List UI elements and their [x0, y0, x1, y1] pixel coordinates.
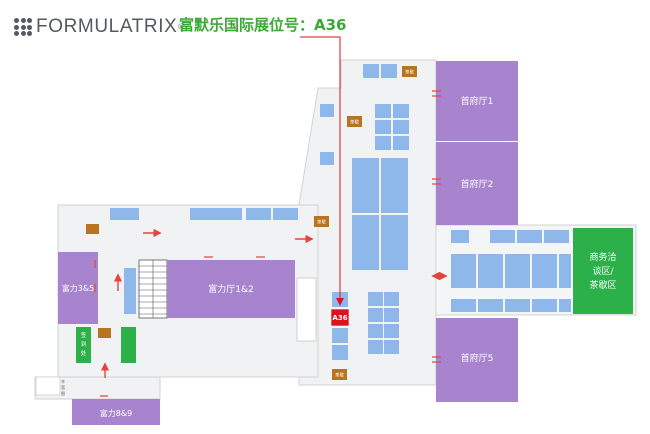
booths [110, 64, 571, 360]
booth [273, 208, 298, 220]
svg-text:到: 到 [81, 341, 87, 348]
svg-text:辛: 辛 [61, 378, 65, 384]
flow-arrows [100, 228, 448, 378]
booth [368, 340, 383, 354]
booth [544, 230, 569, 243]
booth-pointer [300, 36, 344, 306]
booth [393, 120, 409, 134]
hall-shoufu-1: 首府厅1 [436, 61, 518, 141]
logo-wordmark: FORMULATRIX [36, 16, 178, 37]
hall-shoufu-1-label: 首府厅1 [461, 95, 494, 107]
booth [559, 254, 571, 288]
svg-text:图: 图 [61, 390, 65, 396]
booth [384, 324, 399, 338]
logo-registered-mark: ® [177, 23, 185, 31]
booth-a36-label: A36 [332, 314, 347, 322]
tea-break-upper: 茶歇 [347, 116, 362, 127]
booth [393, 104, 409, 118]
staircase [138, 259, 168, 319]
booth [332, 328, 348, 343]
door-markers [94, 90, 441, 397]
booth [381, 158, 408, 213]
hall-fuli-8-9-label: 富力8&9 [100, 408, 132, 418]
booth [363, 64, 379, 78]
tea-break-left [86, 224, 99, 234]
booth-number-title: 富默乐国际展位号：A36 [179, 16, 347, 34]
booth [368, 324, 383, 338]
booth [375, 136, 391, 150]
svg-text:茶歇: 茶歇 [350, 119, 359, 126]
booth-a36-highlight: A36 [330, 308, 350, 327]
svg-text:茶歇: 茶歇 [405, 69, 414, 76]
formulatrix-logo: FORMULATRIX® [14, 16, 184, 38]
booth [375, 104, 391, 118]
hall-shoufu-2-label: 首府厅2 [461, 178, 494, 190]
svg-text:签: 签 [81, 331, 87, 339]
room-a: 签 到 处 [76, 327, 91, 363]
hall-fuli-8-9: 富力8&9 [72, 399, 160, 425]
svg-text:萤: 萤 [61, 384, 65, 390]
booth [375, 120, 391, 134]
booth [320, 152, 334, 165]
booth [190, 208, 242, 220]
booth [384, 292, 399, 306]
booth [381, 215, 408, 270]
booth [124, 268, 136, 314]
hall-fuli-1-2-label: 富力厅1&2 [208, 283, 253, 295]
hall-shoufu-5: 首府厅5 [436, 318, 518, 402]
booth [517, 230, 542, 243]
hall-fuli-1-2: 富力厅1&2 [167, 260, 295, 318]
room-b [121, 327, 136, 363]
booth [532, 254, 557, 288]
business-area-line-3: 茶歇区 [589, 279, 616, 291]
booth [532, 299, 557, 312]
hall-shoufu-2: 首府厅2 [436, 142, 518, 225]
booth [505, 299, 530, 312]
booth [320, 104, 334, 117]
booth [384, 308, 399, 322]
booth [451, 299, 476, 312]
svg-text:茶歇: 茶歇 [335, 372, 344, 379]
hall-fuli-3-5: 富力3&5 [58, 252, 98, 324]
svg-text:茶歇: 茶歇 [317, 219, 326, 226]
booth [490, 230, 515, 243]
booth [352, 215, 379, 270]
tea-break-bottom: 茶歇 [332, 369, 347, 380]
booth [393, 136, 409, 150]
booth [332, 345, 348, 360]
tea-break-lower-left [98, 328, 111, 338]
booth [451, 230, 469, 243]
tea-break-middle: 茶歇 [314, 216, 329, 227]
booth [381, 64, 397, 78]
business-area-line-2: 谈区/ [592, 265, 614, 277]
business-area: 商务洽 谈区/ 茶歇区 [573, 228, 633, 314]
booth [505, 254, 530, 288]
booth [368, 292, 383, 306]
booth [384, 340, 399, 354]
booth [352, 158, 379, 213]
booth [246, 208, 271, 220]
booth [478, 254, 503, 288]
side-rooms: 辛 萤 图 [61, 378, 65, 396]
booth [368, 308, 383, 322]
hall-fuli-3-5-label: 富力3&5 [62, 283, 94, 293]
tea-break-top: 茶歇 [402, 66, 417, 77]
hall-shoufu-5-label: 首府厅5 [461, 352, 494, 364]
booth [110, 208, 139, 220]
booth [478, 299, 503, 312]
booth [559, 299, 571, 312]
svg-text:处: 处 [81, 349, 87, 357]
business-area-line-1: 商务洽 [589, 251, 616, 263]
booth [451, 254, 476, 288]
logo-dot-grid-icon [14, 18, 32, 36]
